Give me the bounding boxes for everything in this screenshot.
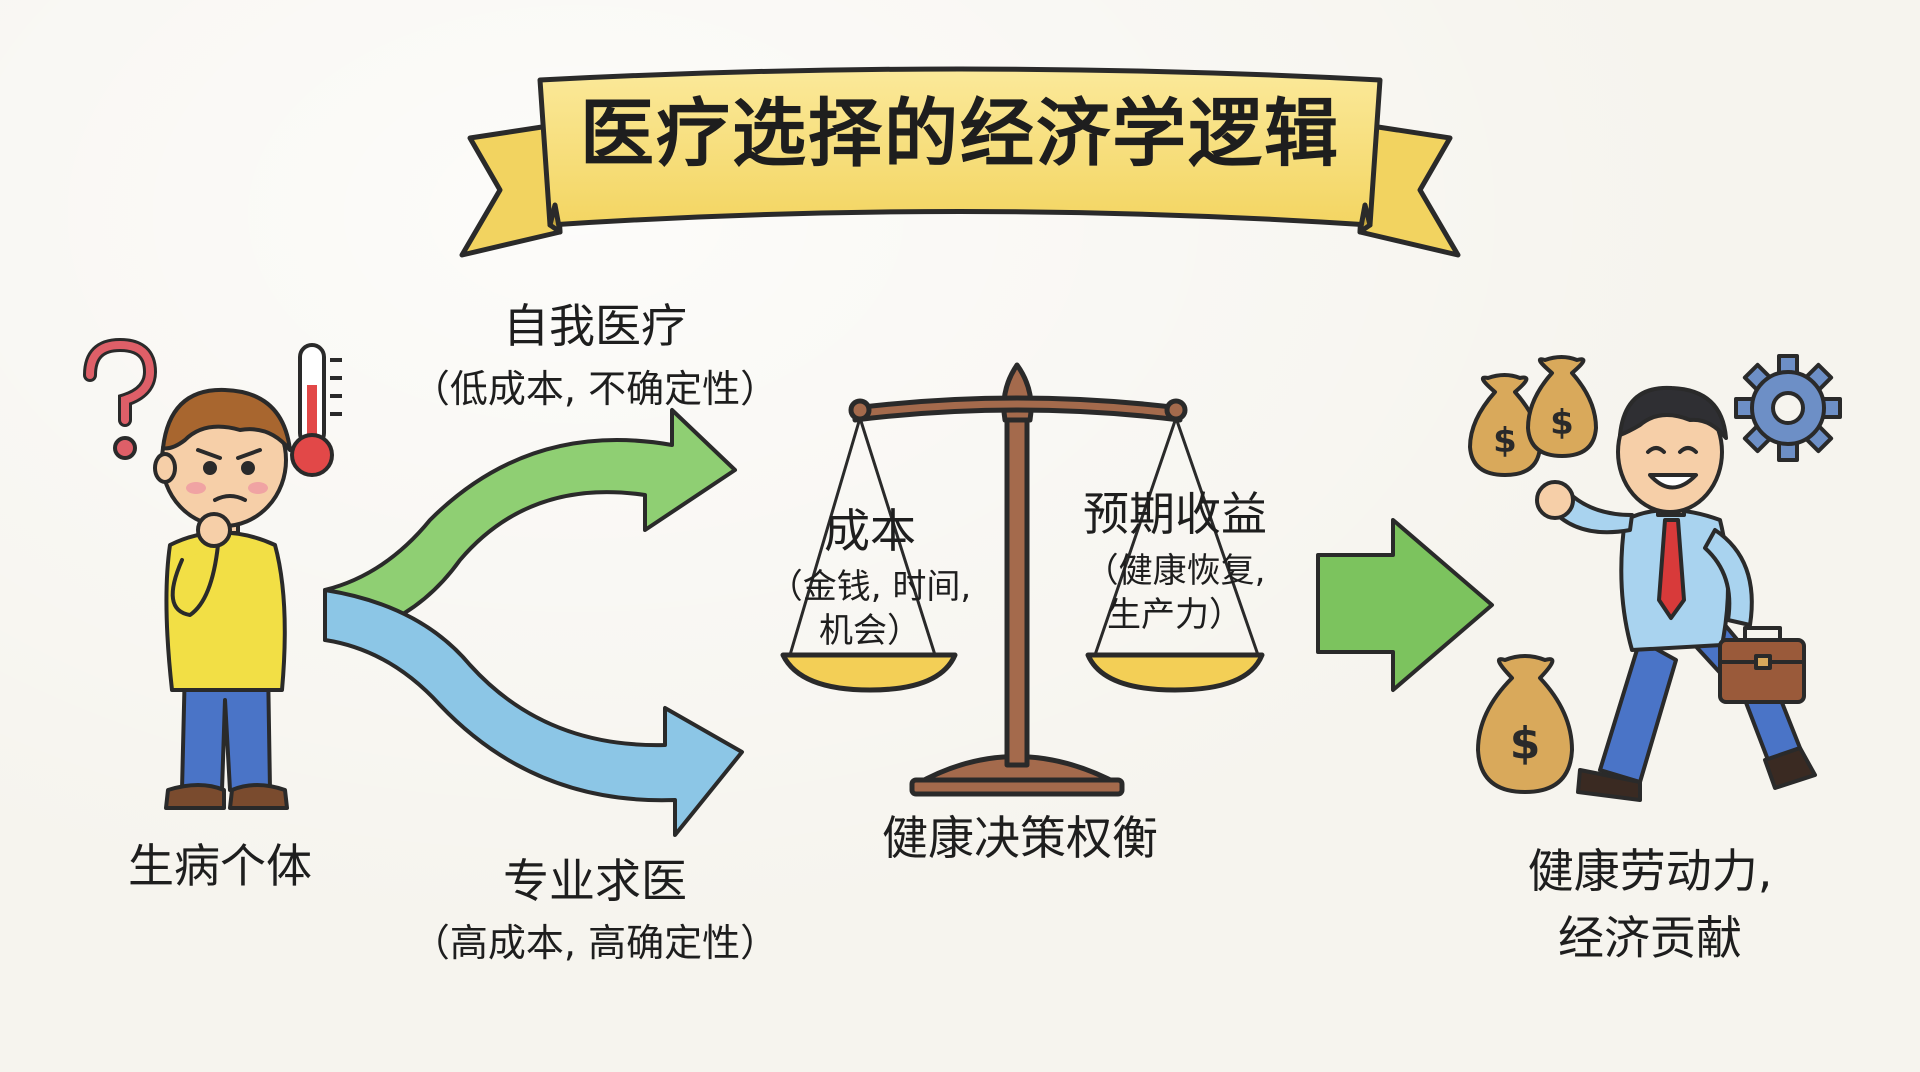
thermometer-icon [290, 343, 342, 477]
outcome-label-line2: 经济贡献 [1558, 911, 1742, 965]
upper-arrow [323, 408, 737, 642]
self-care-detail: （低成本, 不确定性） [411, 367, 779, 411]
money-bag-icon: $ $ $ [1468, 355, 1598, 794]
money-bag-symbol: $ [1493, 421, 1517, 461]
benefit-detail-line2: 生产力） [1107, 595, 1243, 635]
diagram-title: 医疗选择的经济学逻辑 [580, 91, 1340, 177]
balance-caption: 健康决策权衡 [882, 811, 1158, 865]
outcome-label-line1: 健康劳动力, [1527, 844, 1773, 898]
professional-detail: （高成本, 高确定性） [411, 921, 779, 965]
balance-scale-icon [780, 362, 1265, 797]
happy-worker [1535, 385, 1817, 802]
cost-label: 成本 [824, 504, 916, 558]
sick-person [153, 387, 292, 810]
benefit-label: 预期收益 [1083, 487, 1267, 541]
cost-detail-line1: （金钱, 时间, [768, 567, 972, 607]
question-mark-icon [83, 337, 158, 460]
money-bag-symbol: $ [1550, 403, 1574, 443]
cost-detail-line2: 机会） [819, 611, 921, 651]
lower-arrow [323, 588, 744, 837]
self-care-label: 自我医疗 [503, 299, 687, 353]
money-bag-symbol: $ [1510, 718, 1541, 769]
gear-icon [1734, 354, 1842, 462]
title-banner [459, 66, 1461, 258]
individual-label: 生病个体 [128, 839, 312, 893]
professional-label: 专业求医 [503, 854, 687, 908]
result-arrow [1316, 518, 1494, 692]
benefit-detail-line1: （健康恢复, [1084, 551, 1266, 591]
